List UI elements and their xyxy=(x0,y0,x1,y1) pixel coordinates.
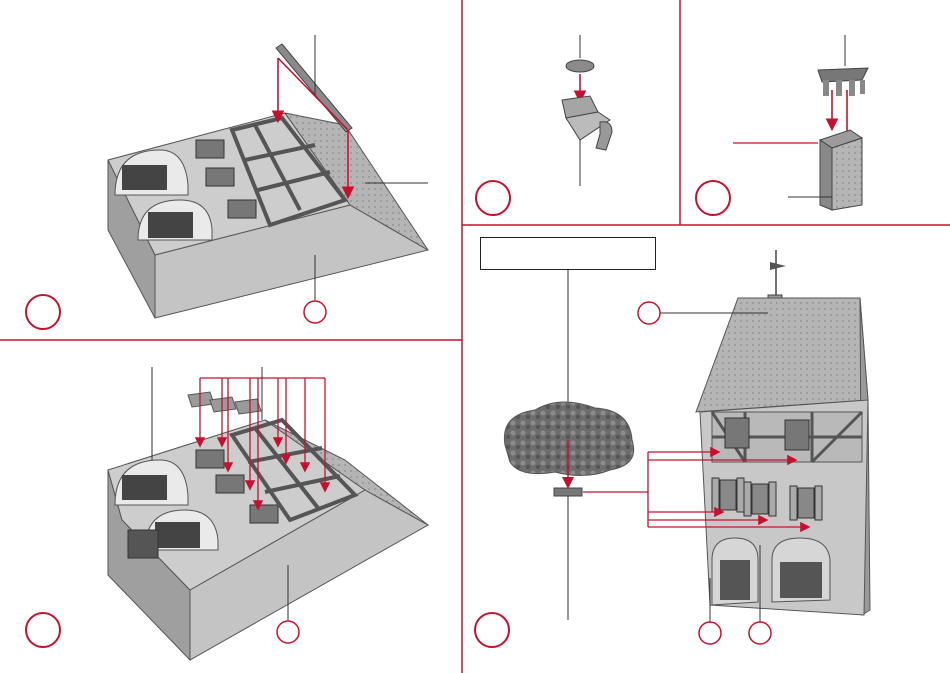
house-base-detail-icon xyxy=(108,420,428,660)
panel-1 xyxy=(26,35,428,329)
finial-part-icon xyxy=(566,60,594,72)
part-circle-4 xyxy=(277,621,299,643)
part-circle-5a xyxy=(638,302,660,324)
part-circle-1 xyxy=(304,301,326,323)
panel-2 xyxy=(476,35,612,215)
step-circle-5 xyxy=(475,613,509,647)
step-circle-4 xyxy=(26,613,60,647)
panel-3 xyxy=(696,35,868,215)
part-circle-5c xyxy=(749,622,771,644)
panel-5 xyxy=(475,250,870,647)
label-box xyxy=(480,237,656,270)
step-circle-1 xyxy=(26,295,60,329)
panel-4 xyxy=(26,367,428,660)
tree-part-icon xyxy=(504,402,633,476)
step-circle-2 xyxy=(476,181,510,215)
finished-house-icon xyxy=(696,250,870,615)
chimney-cap-part-icon xyxy=(818,68,868,96)
tree-base-part-icon xyxy=(554,488,582,496)
chimney-part-icon xyxy=(820,130,862,210)
step-circle-3 xyxy=(696,181,730,215)
house-base-icon xyxy=(108,113,428,318)
part-circle-5b xyxy=(699,622,721,644)
bracket-part-icon xyxy=(562,96,612,150)
